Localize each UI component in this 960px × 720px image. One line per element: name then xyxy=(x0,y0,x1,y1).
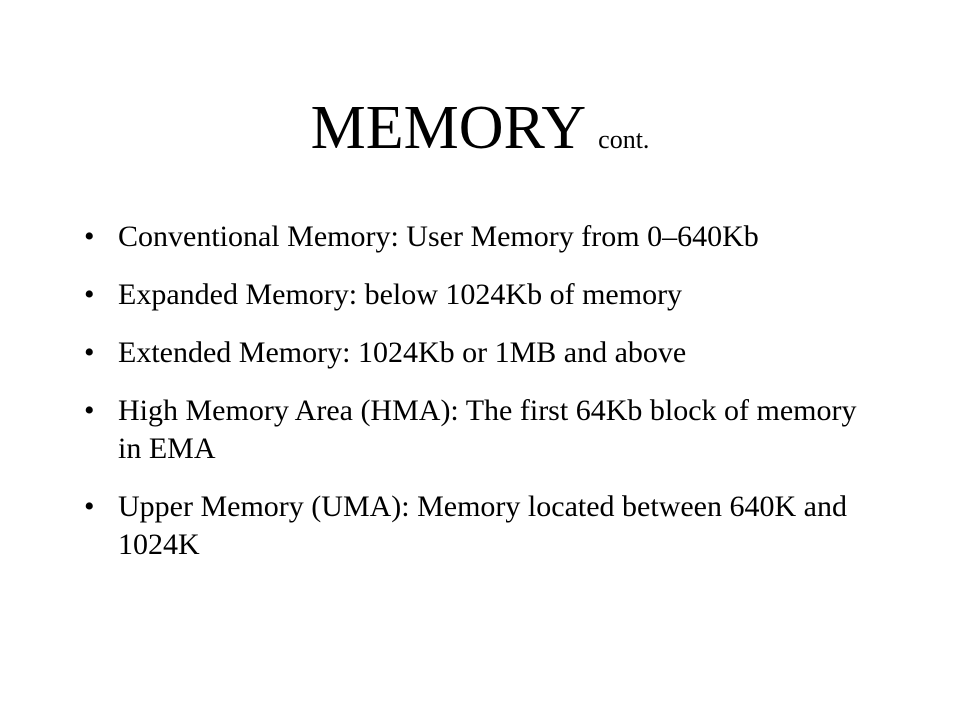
bullet-item: • Expanded Memory: below 1024Kb of memor… xyxy=(84,276,884,314)
bullet-text: Expanded Memory: below 1024Kb of memory xyxy=(118,278,683,311)
bullet-icon: • xyxy=(84,336,95,369)
bullet-icon: • xyxy=(84,278,95,311)
bullet-icon: • xyxy=(84,220,95,253)
bullet-text: Extended Memory: 1024Kb or 1MB and above xyxy=(118,336,687,369)
title-text: MEMORY xyxy=(310,94,587,162)
bullet-text: Upper Memory (UMA): Memory located betwe… xyxy=(118,490,847,561)
title-suffix: cont. xyxy=(598,125,650,154)
bullet-item: • Extended Memory: 1024Kb or 1MB and abo… xyxy=(84,334,884,372)
bullet-icon: • xyxy=(84,490,95,523)
slide-title: MEMORY cont. xyxy=(0,92,960,176)
bullet-icon: • xyxy=(84,394,95,427)
bullet-item: • Conventional Memory: User Memory from … xyxy=(84,218,884,256)
bullet-text: High Memory Area (HMA): The first 64Kb b… xyxy=(118,394,857,465)
bullet-list: • Conventional Memory: User Memory from … xyxy=(84,218,884,584)
bullet-text: Conventional Memory: User Memory from 0–… xyxy=(118,220,759,253)
bullet-item: • High Memory Area (HMA): The first 64Kb… xyxy=(84,392,884,468)
bullet-item: • Upper Memory (UMA): Memory located bet… xyxy=(84,488,884,564)
